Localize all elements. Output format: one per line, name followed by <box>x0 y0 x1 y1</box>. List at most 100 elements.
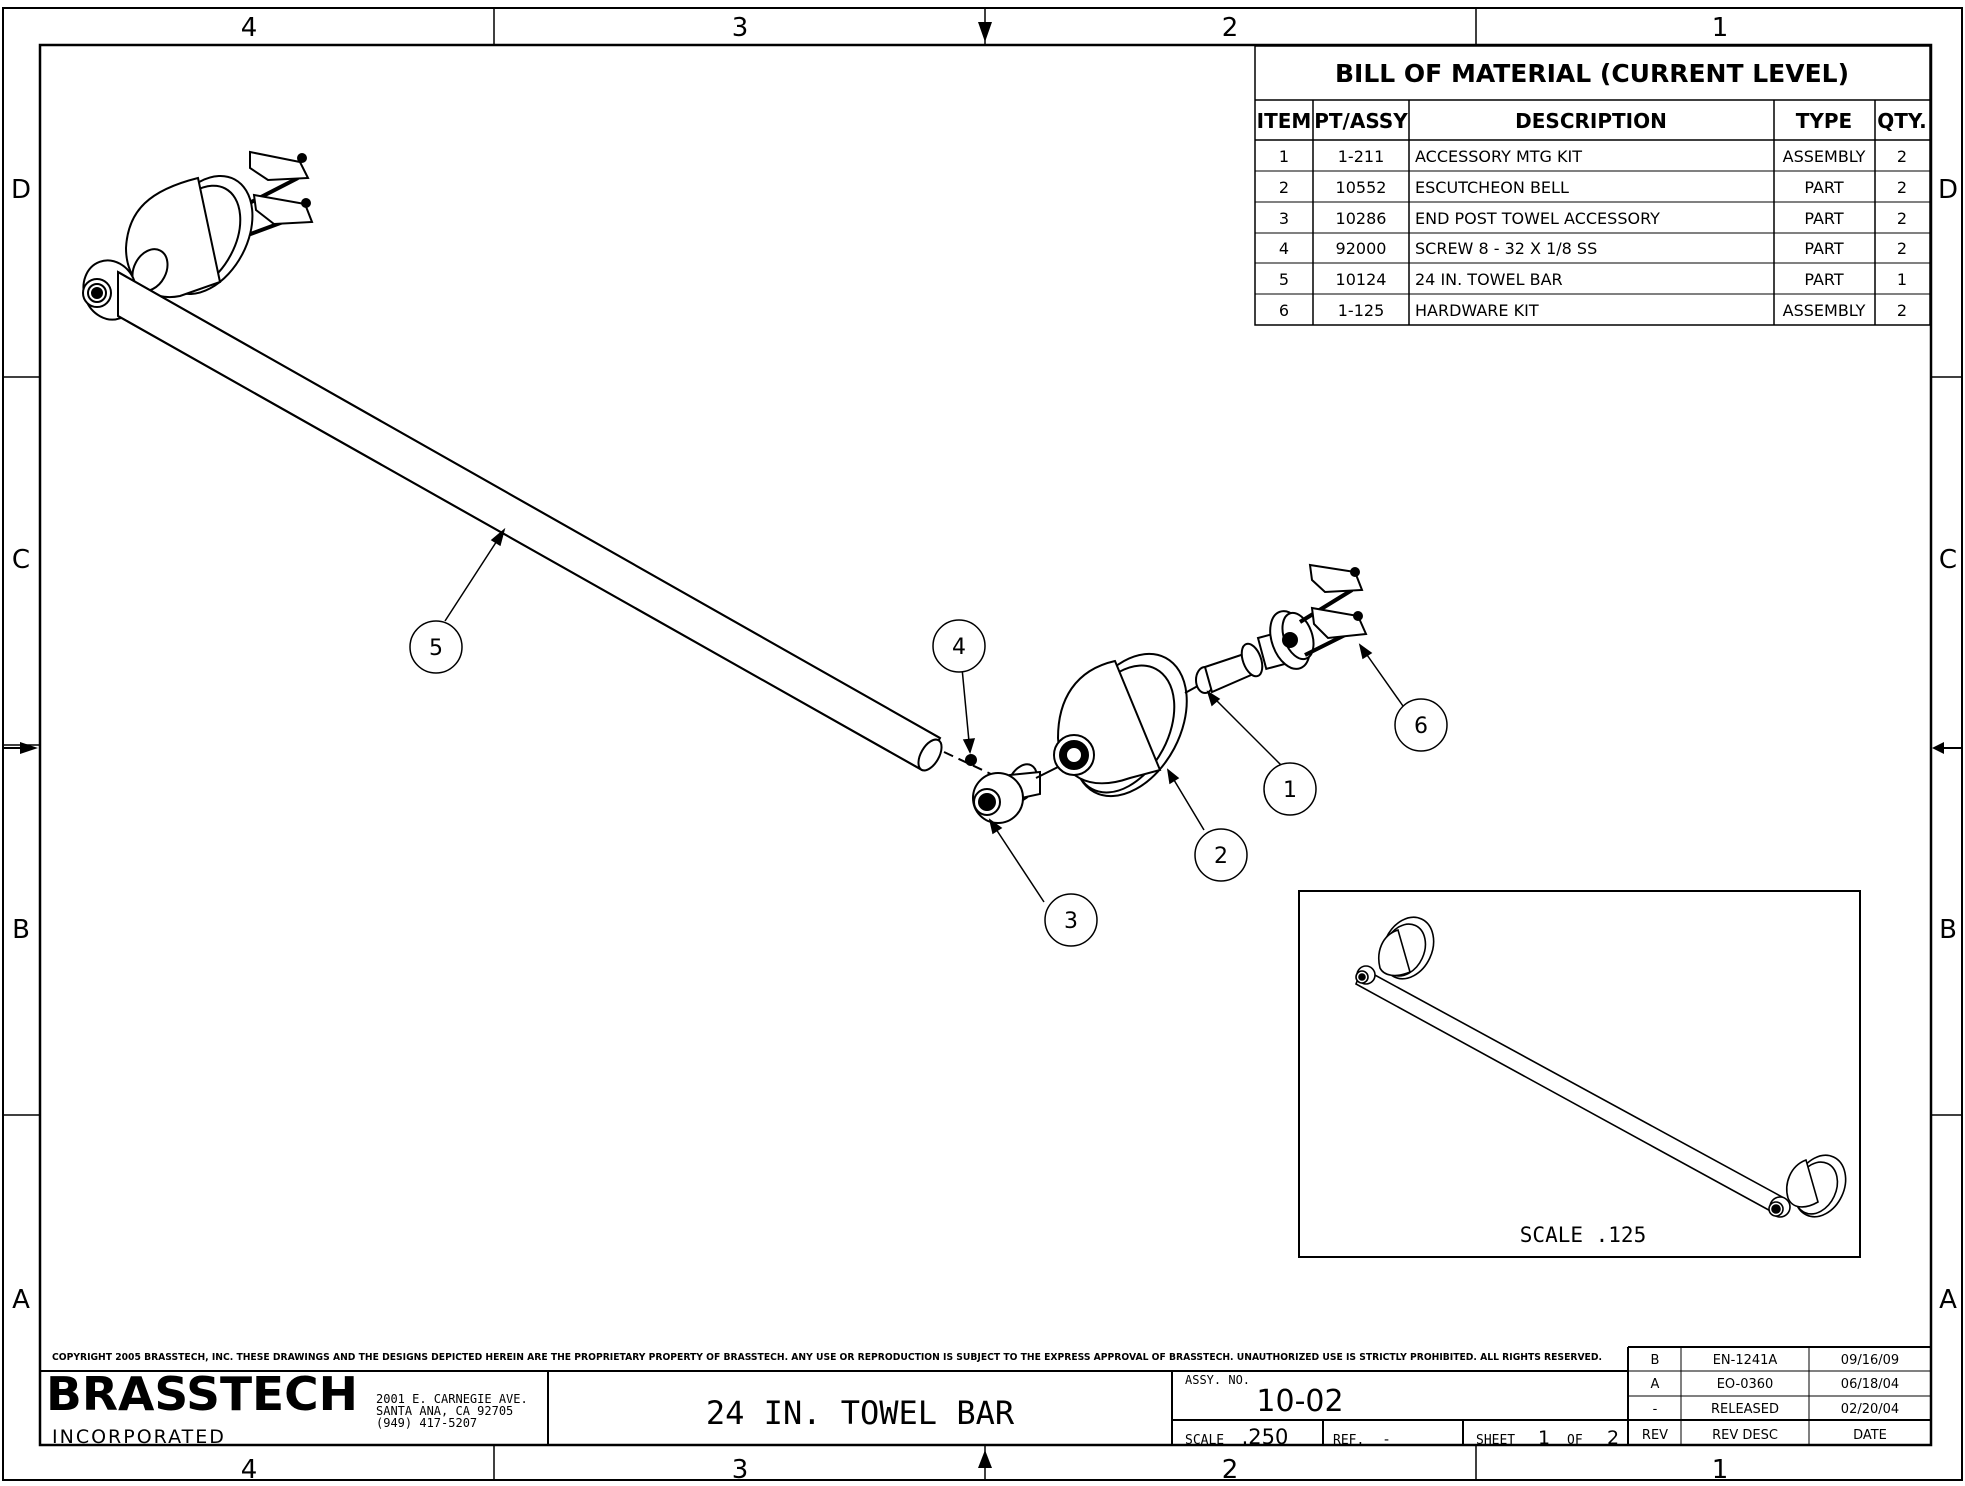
of-label: OF <box>1567 1433 1583 1448</box>
centering-arrows <box>3 22 1962 1468</box>
svg-text:PART: PART <box>1804 178 1844 197</box>
svg-text:2: 2 <box>1897 239 1907 258</box>
svg-text:2: 2 <box>1897 147 1907 166</box>
svg-text:ASSEMBLY: ASSEMBLY <box>1783 147 1866 166</box>
svg-text:4: 4 <box>1279 239 1289 258</box>
hardware-kit-item-6 <box>1298 563 1368 657</box>
svg-text:92000: 92000 <box>1336 239 1387 258</box>
svg-text:6: 6 <box>1414 714 1428 739</box>
svg-text:09/16/09: 09/16/09 <box>1841 1353 1899 1368</box>
assy-no-label: ASSY. NO. <box>1185 1373 1250 1387</box>
balloon-3: 3 <box>1044 893 1098 947</box>
zone-col-2-top: 2 <box>1222 13 1239 43</box>
company-subtitle: INCORPORATED <box>52 1426 226 1448</box>
zone-col-4-top: 4 <box>241 13 258 43</box>
bom-row: 6 1-125 HARDWARE KIT ASSEMBLY 2 <box>1279 301 1907 320</box>
zone-row-a-right: A <box>1939 1285 1957 1315</box>
leader-lines <box>444 527 1404 903</box>
svg-text:3: 3 <box>1064 909 1078 934</box>
zone-row-c-right: C <box>1939 545 1957 575</box>
bom-row: 5 10124 24 IN. TOWEL BAR PART 1 <box>1279 270 1907 289</box>
revision-row: B EN-1241A 09/16/09 <box>1651 1353 1900 1368</box>
svg-text:A: A <box>1651 1377 1660 1392</box>
zone-col-1-bottom: 1 <box>1712 1455 1729 1485</box>
bom-row: 4 92000 SCREW 8 - 32 X 1/8 SS PART 2 <box>1279 239 1907 258</box>
svg-text:ESCUTCHEON BELL: ESCUTCHEON BELL <box>1415 178 1569 197</box>
svg-text:1: 1 <box>1283 778 1297 803</box>
bom-header-description: DESCRIPTION <box>1515 109 1667 133</box>
revision-table: B EN-1241A 09/16/09 A EO-0360 06/18/04 -… <box>1642 1353 1899 1443</box>
bom-header-row: ITEM PT/ASSY DESCRIPTION TYPE QTY. <box>1257 109 1927 133</box>
copyright-notice: COPYRIGHT 2005 BRASSTECH, INC. THESE DRA… <box>52 1352 1602 1363</box>
svg-text:PART: PART <box>1804 270 1844 289</box>
outer-border <box>2 7 1963 1481</box>
balloons: 5 4 3 2 1 6 <box>409 619 1448 947</box>
address-line-2: SANTA ANA, CA 92705 <box>376 1404 513 1418</box>
svg-text:4: 4 <box>952 635 966 660</box>
bom-title: BILL OF MATERIAL (CURRENT LEVEL) <box>1335 59 1849 88</box>
scale-value: .250 <box>1242 1425 1289 1449</box>
svg-text:RELEASED: RELEASED <box>1711 1402 1779 1417</box>
svg-text:5: 5 <box>429 636 443 661</box>
svg-text:24 IN. TOWEL BAR: 24 IN. TOWEL BAR <box>1415 270 1563 289</box>
svg-text:REV: REV <box>1642 1428 1668 1443</box>
svg-text:1-125: 1-125 <box>1338 301 1385 320</box>
svg-text:B: B <box>1651 1353 1660 1368</box>
ref-value: - <box>1384 1432 1389 1448</box>
svg-text:1: 1 <box>1279 147 1289 166</box>
revision-header-row: REV REV DESC DATE <box>1642 1428 1887 1443</box>
zone-row-b-right: B <box>1939 915 1957 945</box>
zone-row-d-right: D <box>1938 175 1958 205</box>
revision-row: A EO-0360 06/18/04 <box>1651 1377 1900 1392</box>
bom-header-ptassy: PT/ASSY <box>1314 109 1408 133</box>
bom-header-qty: QTY. <box>1877 109 1926 133</box>
bom-row: 3 10286 END POST TOWEL ACCESSORY PART 2 <box>1279 209 1907 228</box>
left-escutcheon-bell <box>124 174 254 299</box>
inset-scale-label: SCALE .125 <box>1520 1223 1646 1247</box>
company-logo: BRASSTECH <box>46 1367 358 1421</box>
svg-text:2: 2 <box>1897 178 1907 197</box>
balloon-5: 5 <box>409 620 463 674</box>
svg-text:5: 5 <box>1279 270 1289 289</box>
svg-text:ASSEMBLY: ASSEMBLY <box>1783 301 1866 320</box>
bom-header-type: TYPE <box>1796 109 1852 133</box>
svg-text:1-211: 1-211 <box>1338 147 1385 166</box>
svg-text:02/20/04: 02/20/04 <box>1841 1402 1899 1417</box>
bom-row: 1 1-211 ACCESSORY MTG KIT ASSEMBLY 2 <box>1279 147 1907 166</box>
revision-row: - RELEASED 02/20/04 <box>1653 1402 1900 1417</box>
svg-text:ACCESSORY MTG KIT: ACCESSORY MTG KIT <box>1415 147 1582 166</box>
exploded-view <box>82 150 1368 824</box>
balloon-6: 6 <box>1394 698 1448 752</box>
inset-view: SCALE .125 <box>1298 890 1861 1258</box>
zone-row-b-left: B <box>12 915 30 945</box>
zone-labels: 4 3 2 1 4 3 2 1 D C B A D C B A <box>11 13 1958 1485</box>
escutcheon-bell-item-2 <box>1053 652 1188 798</box>
svg-text:PART: PART <box>1804 209 1844 228</box>
drawing-title: 24 IN. TOWEL BAR <box>706 1394 1015 1432</box>
sheet-total: 2 <box>1607 1427 1619 1449</box>
svg-text:06/18/04: 06/18/04 <box>1841 1377 1899 1392</box>
svg-text:2: 2 <box>1897 209 1907 228</box>
zone-col-3-top: 3 <box>732 13 749 43</box>
svg-text:10124: 10124 <box>1336 270 1387 289</box>
svg-text:EO-0360: EO-0360 <box>1717 1377 1774 1392</box>
svg-text:EN-1241A: EN-1241A <box>1713 1353 1778 1368</box>
zone-col-3-bottom: 3 <box>732 1455 749 1485</box>
svg-text:END POST TOWEL ACCESSORY: END POST TOWEL ACCESSORY <box>1415 209 1660 228</box>
zone-row-c-left: C <box>12 545 30 575</box>
zone-col-2-bottom: 2 <box>1222 1455 1239 1485</box>
svg-text:SCREW 8 - 32 X 1/8 SS: SCREW 8 - 32 X 1/8 SS <box>1415 239 1597 258</box>
title-block: COPYRIGHT 2005 BRASSTECH, INC. THESE DRA… <box>40 1346 1931 1449</box>
sheet-number: 1 <box>1538 1427 1550 1449</box>
zone-row-a-left: A <box>12 1285 30 1315</box>
ref-label: REF. <box>1333 1433 1364 1448</box>
svg-text:10286: 10286 <box>1336 209 1387 228</box>
phone-number: (949) 417-5207 <box>376 1416 477 1430</box>
bom-row: 2 10552 ESCUTCHEON BELL PART 2 <box>1279 178 1907 197</box>
svg-text:-: - <box>1653 1402 1658 1417</box>
svg-text:HARDWARE KIT: HARDWARE KIT <box>1415 301 1539 320</box>
balloon-2: 2 <box>1194 828 1248 882</box>
svg-text:2: 2 <box>1214 844 1228 869</box>
svg-text:1: 1 <box>1897 270 1907 289</box>
